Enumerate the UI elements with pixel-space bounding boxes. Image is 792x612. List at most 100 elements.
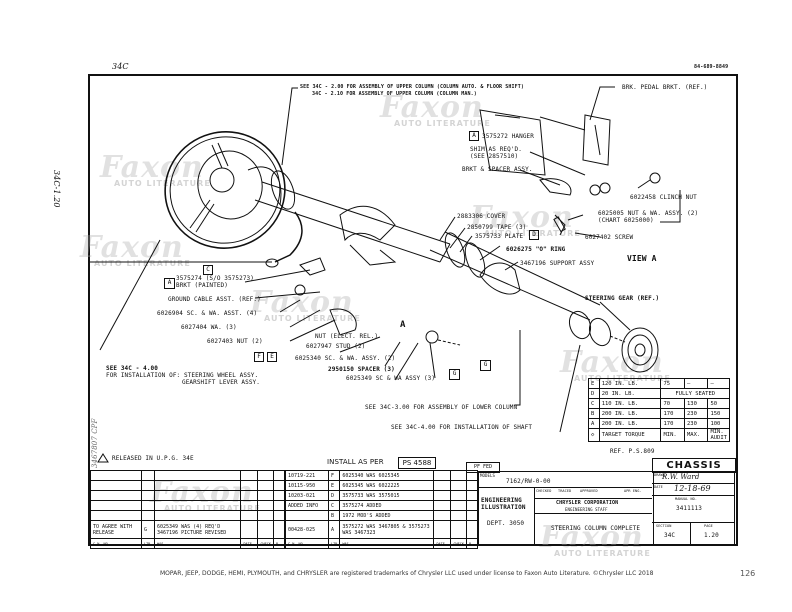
table-row bbox=[90, 500, 285, 511]
table-cell bbox=[257, 500, 274, 511]
table-cell: LTR bbox=[141, 538, 155, 549]
table-cell: 20 IN. LB. bbox=[598, 388, 662, 399]
dept-name-2: ILLUSTRATION bbox=[481, 504, 526, 511]
callout-upper-assembly-1: SEE 34C - 2.00 FOR ASSEMBLY OF UPPER COL… bbox=[300, 84, 524, 90]
table-cell bbox=[257, 480, 274, 491]
drawn-by: R.W. Ward bbox=[662, 473, 700, 481]
table-cell: A bbox=[327, 520, 341, 539]
table-cell bbox=[433, 480, 452, 491]
table-cell bbox=[257, 510, 274, 521]
sheet-page: 1.20 bbox=[704, 532, 719, 539]
table-cell: G bbox=[141, 520, 155, 539]
table-cell bbox=[285, 510, 329, 521]
callout-nut-wa-1: 6025005 NUT & WA. ASSY. (2) bbox=[598, 210, 699, 217]
apr-eng-label: APR ENG. bbox=[624, 489, 642, 493]
table-cell bbox=[450, 500, 467, 511]
table-cell bbox=[433, 500, 452, 511]
table-cell bbox=[450, 490, 467, 501]
table-cell: CHECK bbox=[257, 538, 274, 549]
callout-sc-wa-3: 6025349 SC & WA ASSY (3) bbox=[346, 375, 436, 382]
callout-install-2: FOR INSTALLATION OF: STEERING WHEEL ASSY… bbox=[106, 372, 259, 379]
model-label: MODELS bbox=[480, 473, 496, 478]
divider bbox=[690, 522, 691, 544]
table-cell bbox=[466, 510, 478, 521]
model-number: 7162/RW-0-00 bbox=[506, 478, 551, 485]
table-cell bbox=[257, 490, 274, 501]
table-cell: C.N. NO. bbox=[285, 538, 329, 549]
table-row bbox=[90, 490, 285, 501]
drawn-date: 12-18-69 bbox=[674, 484, 711, 493]
callout-nut-elect: NUT (ELECT. REL.) bbox=[315, 333, 379, 340]
callout-brkt-painted-1: 3575274 (S/O 3575273) bbox=[176, 275, 254, 282]
divider bbox=[652, 483, 734, 484]
table-cell: TO AGREE WITH RELEASE bbox=[90, 520, 142, 539]
table-cell bbox=[273, 510, 285, 521]
table-cell: 6025345 WAS 6022225 bbox=[339, 480, 435, 491]
table-cell bbox=[433, 520, 452, 539]
checked-label: CHECKED bbox=[536, 489, 552, 493]
table-row bbox=[90, 470, 285, 481]
letter-box-f: F bbox=[254, 352, 264, 362]
table-row bbox=[90, 480, 285, 491]
table-cell: MIN. bbox=[660, 428, 685, 442]
table-cell bbox=[90, 490, 142, 501]
table-cell: 70 bbox=[660, 398, 685, 409]
table-cell: 230 bbox=[683, 408, 709, 419]
callout-stud-2: 6027947 STUD (2) bbox=[306, 343, 366, 350]
table-cell: C.N. NO. bbox=[90, 538, 142, 549]
table-cell bbox=[153, 480, 242, 491]
table-cell bbox=[466, 490, 478, 501]
callout-brkt-spacer: BRKT & SPACER ASSY. bbox=[462, 166, 533, 173]
table-cell bbox=[141, 490, 155, 501]
table-cell bbox=[240, 490, 259, 501]
table-cell: ADDED INFO bbox=[285, 500, 329, 511]
page-label: PAGE bbox=[704, 524, 713, 528]
pedal-bracket bbox=[582, 114, 611, 166]
table-cell: MIN. AUDIT bbox=[707, 428, 730, 442]
released-note: RELEASED IN U.P.G. 34E bbox=[112, 455, 194, 462]
table-cell bbox=[433, 490, 452, 501]
table-cell: 100 bbox=[707, 418, 730, 429]
table-cell bbox=[273, 490, 285, 501]
callout-cover: 2883306 COVER bbox=[457, 213, 506, 220]
steering-wheel-hub bbox=[197, 150, 263, 220]
table-cell: 3575274 ADDED bbox=[339, 500, 435, 511]
table-cell bbox=[240, 510, 259, 521]
table-cell bbox=[273, 520, 285, 539]
corner-section-mark: 34C bbox=[112, 62, 129, 71]
steering-wheel-rim bbox=[164, 131, 286, 249]
letter-box-e: E bbox=[267, 352, 277, 362]
drawing-title: STEERING COLUMN COMPLETE bbox=[551, 525, 641, 532]
table-cell bbox=[90, 510, 142, 521]
section-number: 34C bbox=[664, 532, 676, 539]
table-cell bbox=[240, 520, 259, 539]
table-cell bbox=[240, 470, 259, 481]
table-cell: D bbox=[327, 490, 341, 501]
callout-nut-wa-2: (CHART 6025000) bbox=[598, 217, 654, 224]
table-cell bbox=[450, 520, 467, 539]
callout-lower-column: SEE 34C-3.00 FOR ASSEMBLY OF LOWER COLUM… bbox=[365, 404, 518, 411]
table-cell bbox=[257, 520, 274, 539]
table-cell bbox=[273, 500, 285, 511]
table-cell bbox=[466, 520, 478, 539]
callout-shim-1: SHIM AS REQ'D. bbox=[470, 146, 522, 153]
shift-lever bbox=[274, 211, 303, 263]
callout-wa-3: 6027404 WA. (3) bbox=[181, 324, 237, 331]
table-cell bbox=[273, 470, 285, 481]
table-cell bbox=[153, 490, 242, 501]
table-cell: 230 bbox=[683, 418, 709, 429]
table-cell: 3575272 WAS 3467805 & 3575273 WAS 346732… bbox=[339, 520, 435, 539]
letter-box-g-2: G bbox=[480, 360, 491, 371]
support-assy bbox=[479, 262, 521, 295]
table-cell: DATE bbox=[433, 538, 452, 549]
table-cell: 110 IN. LB. bbox=[598, 398, 662, 409]
table-cell: 75 bbox=[660, 378, 685, 389]
